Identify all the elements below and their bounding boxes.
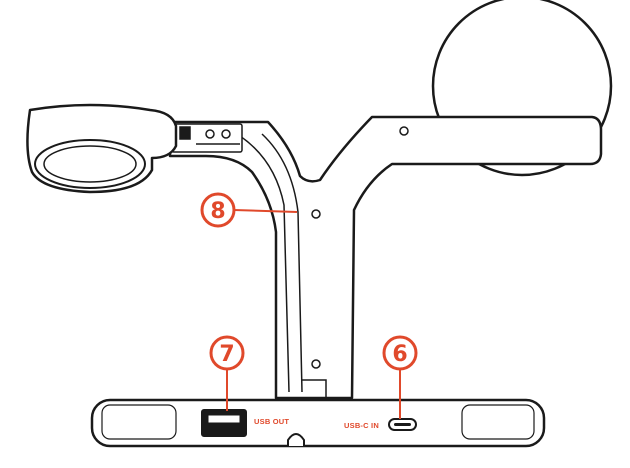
callout-8-number: 8 xyxy=(210,199,225,224)
left-charging-head xyxy=(26,103,178,194)
callout-7-number: 7 xyxy=(219,342,234,367)
screws xyxy=(311,126,409,369)
usb-out-port xyxy=(201,409,247,437)
callout-7-circle xyxy=(209,335,245,371)
usb-c-in-port xyxy=(388,418,417,431)
callout-8: 8 xyxy=(200,192,298,228)
callout-8-circle xyxy=(200,192,236,228)
usb-c-in-label: USB-C IN xyxy=(344,421,379,430)
callout-7: 7 xyxy=(209,335,245,411)
base xyxy=(90,398,546,448)
callout-8-leader xyxy=(233,209,298,213)
screw-right-arm xyxy=(399,126,409,136)
callout-6-circle xyxy=(382,335,418,371)
cable-channel xyxy=(239,133,327,398)
screw-center-top xyxy=(311,209,321,219)
y-frame xyxy=(168,115,603,400)
screw-center-bottom xyxy=(311,359,321,369)
usb-out-label: USB OUT xyxy=(254,417,289,426)
callout-6-number: 6 xyxy=(392,342,407,367)
left-hinge xyxy=(171,123,243,153)
callout-6: 6 xyxy=(382,335,418,419)
